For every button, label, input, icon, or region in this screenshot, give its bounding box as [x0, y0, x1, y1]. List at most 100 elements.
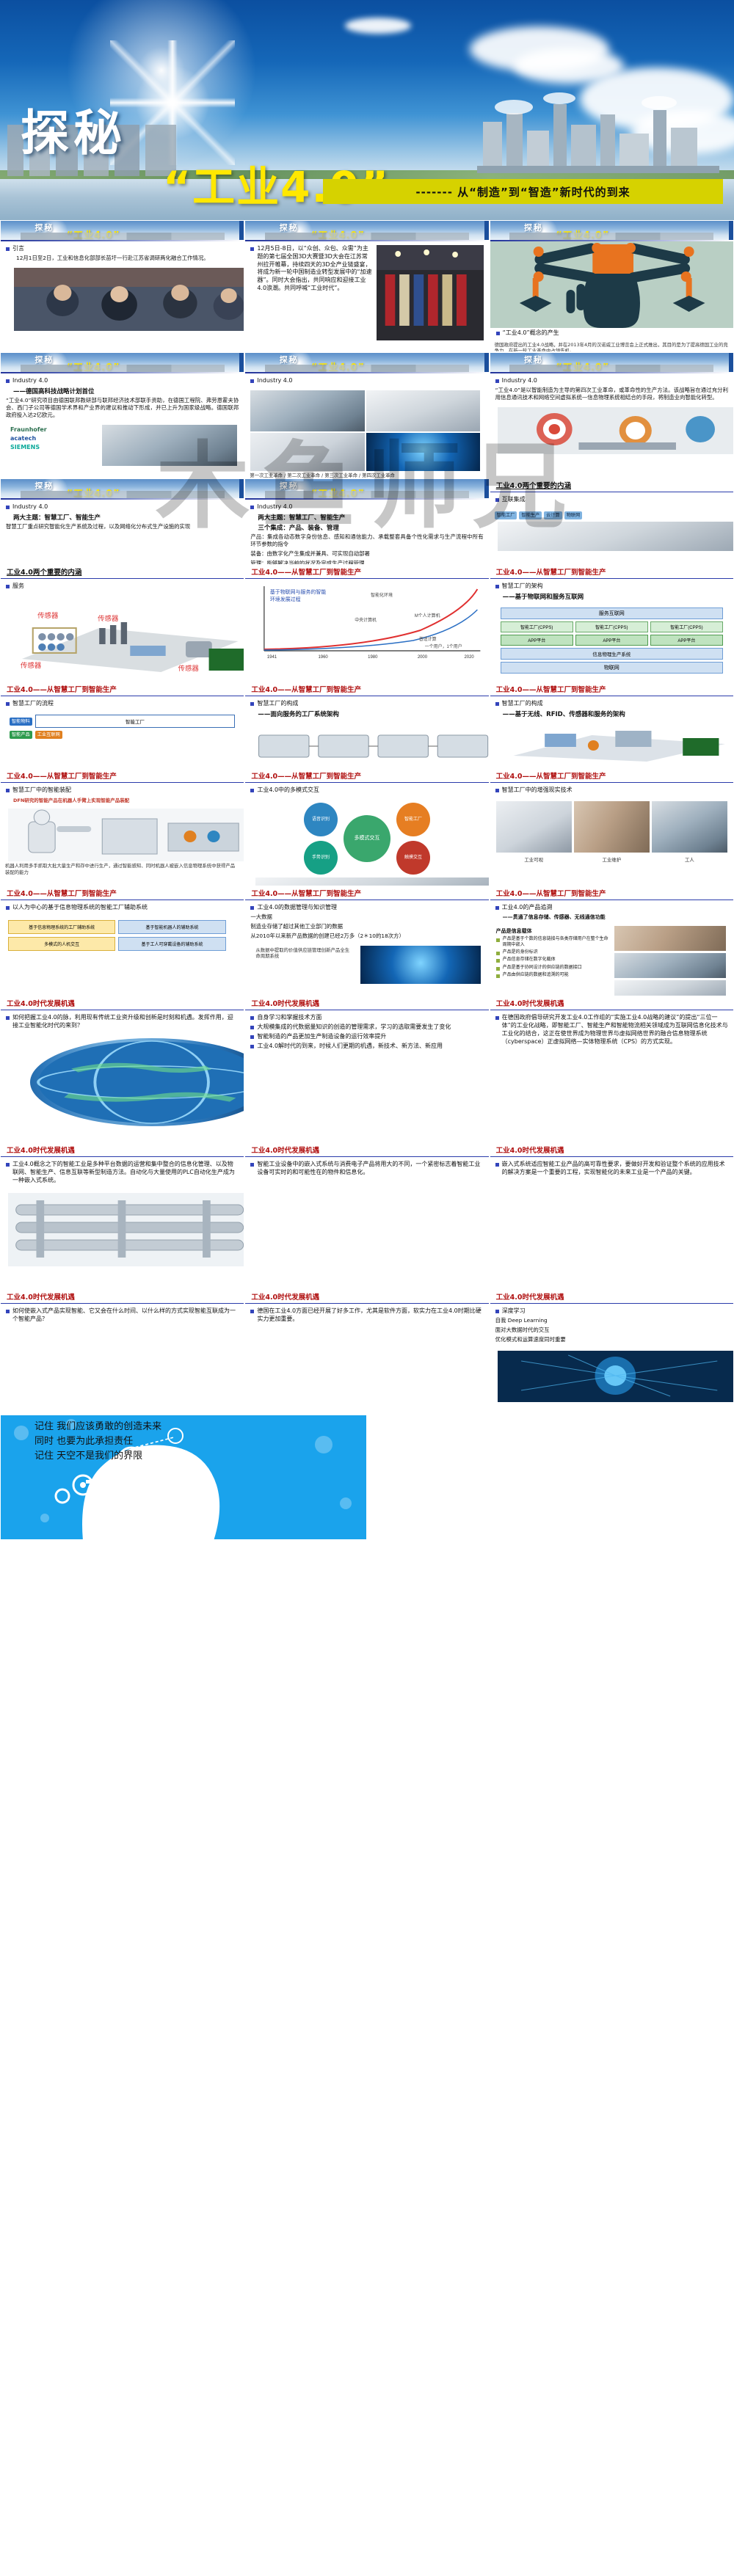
- final-line-2: 同时 也要为此承担责任: [34, 1436, 134, 1448]
- logo-siemens: SIEMENS: [10, 443, 40, 450]
- slide-caption: 德国政府提出的工业4.0战略，并在2013年4月的汉诺威工业博览会上正式推出，其…: [494, 341, 728, 352]
- slide-title: 工业4.0时代发展机遇: [490, 1291, 733, 1305]
- slide-subhead: ——面向服务的工厂系统架构: [258, 711, 339, 719]
- banner-skyline: [264, 365, 470, 372]
- banner-title: 探秘: [279, 223, 299, 233]
- detail-line: 优化模式和运算速度同时重要: [495, 1336, 566, 1343]
- diagram-node: 智能工厂: [494, 511, 517, 520]
- slide-19[interactable]: 工业4.0——从智慧工厂到智能生产 以人为中心的基于信息物理系统的智能工厂辅助系…: [0, 886, 245, 996]
- slide-26[interactable]: 工业4.0时代发展机遇 智能工业设备中的嵌入式系统与消费电子产品将用大的不同，一…: [244, 1143, 490, 1290]
- diagram-node-cpps: 智能工厂(CPPS): [500, 621, 573, 633]
- banner-title: 探秘: [524, 355, 544, 365]
- svg-text:1960: 1960: [319, 655, 329, 660]
- banner-edge: [239, 353, 244, 372]
- slide-20[interactable]: 工业4.0——从智慧工厂到智能生产 工业4.0的数据管理与知识管理 一大数据 制…: [244, 886, 490, 996]
- slide-4[interactable]: 探秘 “工业4.0” Industry 4.0 ——德国高科技战略计划首位 “工…: [0, 352, 245, 478]
- slide-banner: 探秘 “工业4.0”: [490, 221, 733, 240]
- slide-1[interactable]: 探秘 “工业4.0” 引言 12月1日至2日，工业和信息化部部长苗圩一行赴江苏省…: [0, 220, 245, 352]
- photo-ar-3: [651, 801, 727, 853]
- slide-14[interactable]: 工业4.0——从智慧工厂到智能生产 智慧工厂的构成 ——面向服务的工厂系统架构: [244, 682, 490, 769]
- slide-title: 工业4.0时代发展机遇: [1, 997, 244, 1011]
- svg-text:传感器: 传感器: [98, 614, 118, 622]
- flow-node-smart-factory: 智能工厂: [34, 715, 236, 729]
- slide-banner: 探秘 “工业4.0”: [1, 221, 244, 240]
- banner-edge: [484, 353, 489, 372]
- slide-6[interactable]: 探秘 “工业4.0” Industry 4.0 “工业4.0”是以智能制造为主导…: [489, 352, 734, 478]
- slide-title: 工业4.0两个重要的内涵: [1, 566, 244, 580]
- slide-17[interactable]: 工业4.0——从智慧工厂到智能生产 工业4.0中的多模式交互 语音识别 手势识别…: [244, 769, 490, 886]
- bullet-item: 12月5日-8日，以“众创、众包、众需”为主题的第七届全国3D大赛暨3D大会在江…: [250, 245, 373, 293]
- slide-28[interactable]: 工业4.0时代发展机遇 如何使嵌入式产品实现智能、它又会在什么时间、以什么样的方…: [0, 1290, 245, 1415]
- slide-subhead: 两大主题：智慧工厂、智能生产: [258, 514, 346, 522]
- slide-banner: 探秘 “工业4.0”: [245, 221, 489, 240]
- diagram-node-cpps-3: 智能工厂(CPPS): [650, 621, 723, 633]
- slide-subhead: ——基于物联网和服务互联网: [502, 594, 584, 602]
- slide-row-2: 探秘 “工业4.0” Industry 4.0 ——德国高科技战略计划首位 “工…: [0, 352, 734, 478]
- bullet-item: 智慧工厂中的智能装配: [6, 787, 239, 795]
- svg-text:环境发展过程: 环境发展过程: [270, 596, 301, 602]
- photo-pipes: [8, 1192, 244, 1266]
- slide-25[interactable]: 工业4.0时代发展机遇 工业4.0概念之下的智能工业是多种平台数据的运营和集中整…: [0, 1143, 245, 1290]
- architecture-diagram: 服务互联网 智能工厂(CPPS) 智能工厂(CPPS) 智能工厂(CPPS) A…: [490, 606, 733, 675]
- slide-13[interactable]: 工业4.0——从智慧工厂到智能生产 智慧工厂的流程 智能物料 智能工厂 智能产品…: [0, 682, 245, 769]
- interaction-node-2: 手势识别: [303, 841, 338, 875]
- slide-body: 智慧工厂中的智能装配 DFN研究的智能产品在机器人手臂上实现智能产品装配: [1, 783, 244, 809]
- slide-22[interactable]: 工业4.0时代发展机遇 如何把握工业4.0的脉，利用现有传统工业资升级和创新是时…: [0, 996, 245, 1143]
- photo-ar-2: [573, 801, 650, 853]
- slide-12[interactable]: 工业4.0——从智慧工厂到智能生产 智慧工厂的架构 ——基于物联网和服务互联网 …: [489, 565, 734, 682]
- bullet-item: 嵌入式系统适应智能工业产品的高可靠性要求，要做好开发和验证整个系统的应用技术的解…: [495, 1161, 728, 1177]
- slide-9[interactable]: 工业4.0两个重要的内涵 互联集成 智能工厂 智能生产 云计算 物联网: [489, 478, 734, 565]
- final-slide[interactable]: 记住 我们应该勇敢的创造未来 同时 也要为此承担责任 记住 天空不是我们的界限: [0, 1415, 367, 1540]
- slide-paragraph: “工业4.0”是以智能制造为主导的第四次工业革命，或革命性的生产方法。该战略旨在…: [495, 386, 728, 401]
- ar-label-1: 工业可视: [524, 857, 543, 864]
- slide-5[interactable]: 探秘 “工业4.0” Industry 4.0 第一次工业革命 / 第二次工业革…: [244, 352, 490, 478]
- slide-30[interactable]: 工业4.0时代发展机遇 深度学习 自我 Deep Learning 面对大数据时…: [489, 1290, 734, 1415]
- multimodal-interaction-diagram: 语音识别 手势识别 多模式交互 智能工厂 触摸交互: [245, 800, 488, 877]
- slide-24[interactable]: 工业4.0时代发展机遇 在德国政府倡导研究开发工业4.0工作组的“实施工业4.0…: [489, 996, 734, 1143]
- slide-27[interactable]: 工业4.0时代发展机遇 嵌入式系统适应智能工业产品的高可靠性要求，要做好开发和验…: [489, 1143, 734, 1290]
- slide-2[interactable]: 探秘 “工业4.0” 12月5日-8日，以“众创、众包、众需”为主题的第七届全国…: [244, 220, 490, 352]
- bullet-item: 德国在工业4.0方面已经开展了好多工作，尤其是软件方面，软实力在工业4.0时期比…: [250, 1307, 483, 1324]
- slide-23[interactable]: 工业4.0时代发展机遇 自身学习和掌握技术方面 大规模集成的代数据量知识的创造的…: [244, 996, 490, 1143]
- slide-16[interactable]: 工业4.0——从智慧工厂到智能生产 智慧工厂中的智能装配 DFN研究的智能产品在…: [0, 769, 245, 886]
- banner-edge: [728, 353, 733, 372]
- slide-subhead: DFN研究的智能产品在机器人手臂上实现智能产品装配: [13, 798, 130, 804]
- slide-29[interactable]: 工业4.0时代发展机遇 德国在工业4.0方面已经开展了好多工作，尤其是软件方面，…: [244, 1290, 490, 1415]
- photo-robot-assembly: [8, 809, 244, 862]
- title-rule: [490, 372, 733, 373]
- diagram-node: 智能生产: [519, 511, 542, 520]
- slide-11[interactable]: 工业4.0——从智慧工厂到智能生产 1941 1960 1980 2000 20…: [244, 565, 490, 682]
- slide-7[interactable]: 探秘 “工业4.0” Industry 4.0 两大主题：智慧工厂、智能生产 智…: [0, 478, 245, 565]
- bullet-item: 服务: [6, 583, 239, 591]
- ar-labels: 工业可视 工业维护 工人: [490, 854, 733, 866]
- slide-row-4: 工业4.0两个重要的内涵 服务: [0, 565, 734, 682]
- cps-assist-diagram: 基于信息物理系统的工厂辅助系统 基于智能机器人的辅助系统 多模式的人机交互 基于…: [1, 917, 244, 954]
- bullet-item: 智慧工厂的构成: [250, 700, 483, 708]
- photo-factory: [101, 424, 237, 466]
- bullet-item: Industry 4.0: [6, 503, 239, 511]
- slide-15[interactable]: 工业4.0——从智慧工厂到智能生产 智慧工厂的构成 ——基于无线、RFID、传感…: [489, 682, 734, 769]
- slide-body: 深度学习 自我 Deep Learning 面对大数据时代的交互 优化模式和运算…: [490, 1304, 733, 1349]
- slide-body: 德国在工业4.0方面已经开展了好多工作，尤其是软件方面，软实力在工业4.0时期比…: [245, 1304, 488, 1329]
- bullet-item: 自身学习和掌握技术方面: [250, 1014, 483, 1022]
- slide-banner: 探秘 “工业4.0”: [245, 353, 489, 372]
- slide-body: 工业4.0的产品追溯 ——贯通了信息存储、传感器、无线通信功能: [490, 900, 733, 926]
- title-slide: 探秘 “工业4.0” ------- 从“制造”到“智造”新时代的到来: [0, 0, 734, 220]
- photo-factory-architecture: [252, 723, 489, 765]
- photo-ar-1: [495, 801, 572, 853]
- slide-body: 如何使嵌入式产品实现智能、它又会在什么时间、以什么样的方式实现智能互联成为一个智…: [1, 1304, 244, 1329]
- slide-10[interactable]: 工业4.0两个重要的内涵 服务: [0, 565, 245, 682]
- slide-banner: 探秘 “工业4.0”: [245, 479, 489, 498]
- slide-body: 智慧工厂中的增强现实技术: [490, 783, 733, 800]
- detail-line: 产品是基于个数的信息链接与各类存储用户在整个生命周期中嵌入: [496, 936, 612, 948]
- slide-title: 工业4.0——从智慧工厂到智能生产: [490, 566, 733, 580]
- detail-line: 大规模集成的代数据量知识的创造的管理需求，学习的选取需要发生了变化: [250, 1024, 483, 1032]
- slide-row-8: 工业4.0时代发展机遇 如何把握工业4.0的脉，利用现有传统工业资升级和创新是时…: [0, 996, 734, 1143]
- slide-3[interactable]: 探秘 “工业4.0”: [489, 220, 734, 352]
- slide-18[interactable]: 工业4.0——从智慧工厂到智能生产 智慧工厂中的增强现实技术 工业可视 工业维护…: [489, 769, 734, 886]
- slide-8[interactable]: 探秘 “工业4.0” Industry 4.0 两大主题：智慧工厂、智能生产 三…: [244, 478, 490, 565]
- photo-big-data: [360, 946, 482, 985]
- slide-21[interactable]: 工业4.0——从智慧工厂到智能生产 工业4.0的产品追溯 ——贯通了信息存储、传…: [489, 886, 734, 996]
- flow-node-industrial-internet: 工业互联网: [34, 731, 62, 740]
- slide-title: 工业4.0时代发展机遇: [245, 997, 489, 1011]
